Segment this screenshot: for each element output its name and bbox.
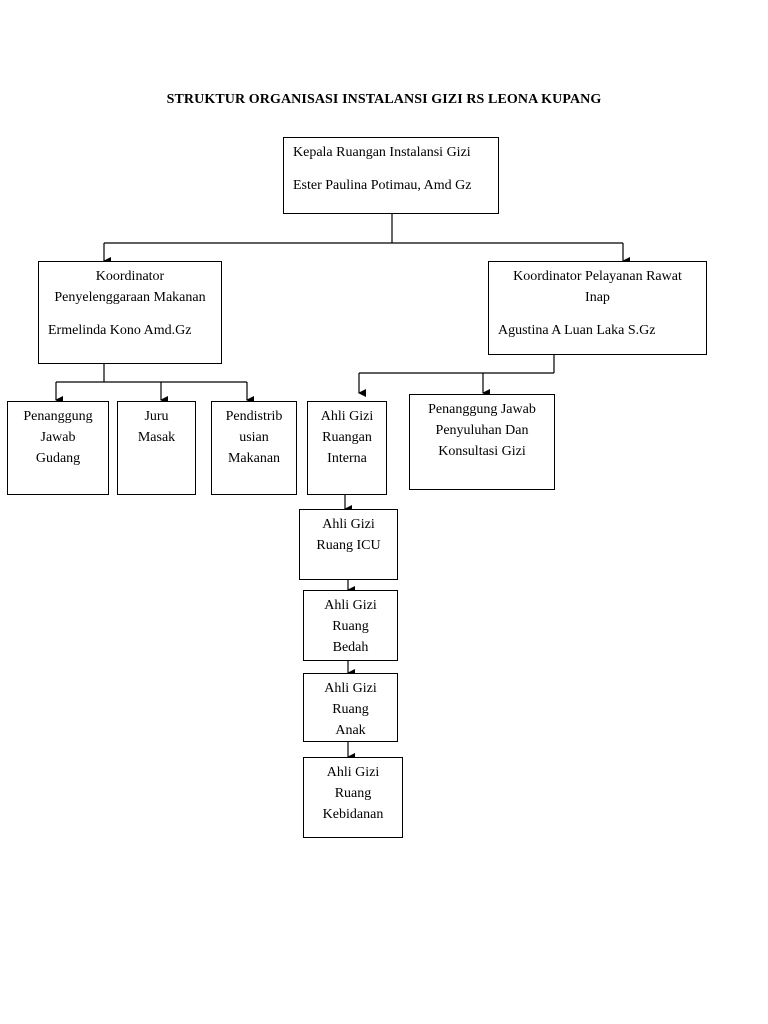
unit-line: Ruangan [322,430,372,445]
coord-food-name: Ermelinda Kono Amd.Gz [48,323,192,338]
head-role: Kepala Ruangan Instalansi Gizi [293,145,471,160]
unit-line: Interna [327,451,367,466]
unit-line: Ruang [332,619,369,634]
unit-line: Pendistrib [225,409,283,424]
unit-ahli-gizi-ruangan-interna: Ahli Gizi Ruangan Interna [307,401,387,495]
coord-service-name: Agustina A Luan Laka S.Gz [498,323,656,338]
unit-line: Masak [137,430,176,445]
head-name: Ester Paulina Potimau, Amd Gz [293,178,472,193]
unit-line: Makanan [227,451,281,466]
unit-ahli-gizi-ruang-bedah: Ahli Gizi Ruang Bedah [303,590,398,661]
unit-line: Kebidanan [322,807,384,822]
unit-ahli-gizi-ruang-anak: Ahli Gizi Ruang Anak [303,673,398,742]
unit-ahli-gizi-ruang-kebidanan: Ahli Gizi Ruang Kebidanan [303,757,403,838]
unit-line: Konsultasi Gizi [438,444,526,459]
unit-line: Ruang [334,786,372,801]
coord-food-role-1: Koordinator [95,269,165,284]
unit-line: Ahli Gizi [320,409,374,424]
unit-penyuluhan-konsultasi: Penanggung Jawab Penyuluhan Dan Konsulta… [409,394,555,490]
coord-service-role-2: Inap [585,290,610,305]
chart-title: STRUKTUR ORGANISASI INSTALANSI GIZI RS L… [166,92,602,107]
unit-line: Jawab [40,430,76,445]
unit-line: Bedah [332,640,369,655]
unit-ahli-gizi-ruang-icu: Ahli Gizi Ruang ICU [299,509,398,580]
unit-line: Ahli Gizi [326,765,380,780]
unit-line: Penanggung Jawab [428,402,536,417]
coord-service-box: Koordinator Pelayanan Rawat Inap Agustin… [488,261,707,355]
unit-line: Anak [335,723,366,738]
unit-line: usian [239,430,269,445]
unit-line: Ahli Gizi [324,681,377,696]
unit-line: Ahli Gizi [322,517,375,532]
unit-line: Ruang [332,702,369,717]
unit-line: Juru [144,409,169,424]
unit-line: Gudang [35,451,81,466]
unit-juru-masak: Juru Masak [117,401,196,495]
coord-food-box: Koordinator Penyelenggaraan Makanan Erme… [38,261,222,364]
coord-food-role-2: Penyelenggaraan Makanan [54,290,206,305]
unit-penanggung-jawab-gudang: Penanggung Jawab Gudang [7,401,109,495]
unit-line: Ruang ICU [316,538,381,553]
unit-line: Ahli Gizi [324,598,377,613]
head-box: Kepala Ruangan Instalansi Gizi Ester Pau… [283,137,499,214]
coord-service-role-1: Koordinator Pelayanan Rawat [513,269,682,284]
unit-line: Penyuluhan Dan [435,423,529,438]
unit-pendistribusian-makanan: Pendistrib usian Makanan [211,401,297,495]
unit-line: Penanggung [23,409,93,424]
